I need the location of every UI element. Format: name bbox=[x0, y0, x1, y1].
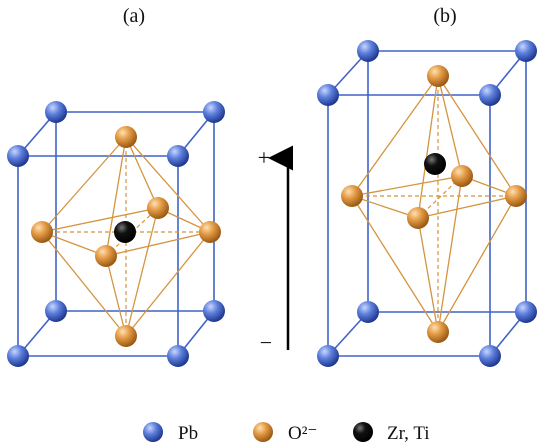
legend: Pb O²⁻ Zr, Ti bbox=[143, 422, 430, 444]
oxygen-atom bbox=[341, 185, 363, 207]
field-plus-sign: + bbox=[258, 145, 270, 170]
pb-atom bbox=[317, 84, 339, 106]
oxygen-atom bbox=[451, 165, 473, 187]
pb-atom bbox=[357, 301, 379, 323]
oxygen-atom bbox=[147, 197, 169, 219]
pb-atom bbox=[7, 145, 29, 167]
unit-cell-b bbox=[317, 40, 537, 367]
panel-label-b: (b) bbox=[433, 5, 456, 27]
legend-zr-ti-label: Zr, Ti bbox=[387, 423, 430, 444]
pb-atom bbox=[45, 300, 67, 322]
pb-atom bbox=[45, 101, 67, 123]
pb-atom bbox=[357, 40, 379, 62]
oxygen-atom bbox=[427, 321, 449, 343]
legend-oxygen-label: O²⁻ bbox=[288, 423, 317, 444]
panel-label-a: (a) bbox=[123, 5, 145, 27]
pb-atom bbox=[203, 101, 225, 123]
pb-atom bbox=[317, 345, 339, 367]
oxygen-atom bbox=[505, 185, 527, 207]
pb-atom bbox=[7, 345, 29, 367]
legend-zr-ti-swatch bbox=[353, 422, 373, 442]
zr-ti-atom bbox=[424, 153, 446, 175]
oxygen-atom bbox=[407, 207, 429, 229]
oxygen-atom bbox=[115, 126, 137, 148]
octahedron-b bbox=[351, 75, 517, 333]
oxygen-atom bbox=[95, 245, 117, 267]
legend-pb-swatch bbox=[143, 422, 163, 442]
field-minus-sign: − bbox=[260, 330, 272, 355]
legend-pb-label: Pb bbox=[178, 423, 198, 444]
oxygen-atom bbox=[199, 221, 221, 243]
pb-atom bbox=[515, 40, 537, 62]
unit-cell-a bbox=[7, 101, 225, 367]
pb-atom bbox=[515, 301, 537, 323]
pb-atom bbox=[167, 345, 189, 367]
oxygen-atom bbox=[31, 221, 53, 243]
oxygen-atom bbox=[115, 325, 137, 347]
oxygen-atom bbox=[427, 65, 449, 87]
zr-ti-atom bbox=[114, 221, 136, 243]
pb-atom bbox=[479, 345, 501, 367]
pb-atom bbox=[203, 300, 225, 322]
legend-oxygen-swatch bbox=[253, 422, 273, 442]
electric-field-arrow: + − bbox=[258, 145, 293, 355]
pb-atom bbox=[167, 145, 189, 167]
pb-atom bbox=[479, 84, 501, 106]
